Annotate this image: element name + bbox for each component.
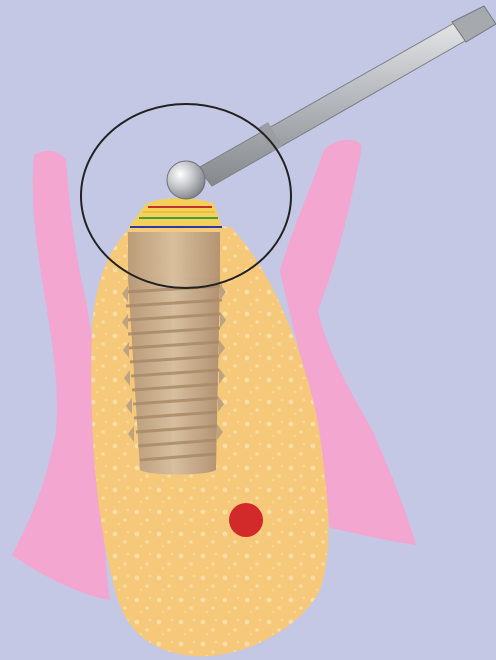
instrument-ball-tip xyxy=(167,161,205,199)
red-marker xyxy=(229,503,263,537)
